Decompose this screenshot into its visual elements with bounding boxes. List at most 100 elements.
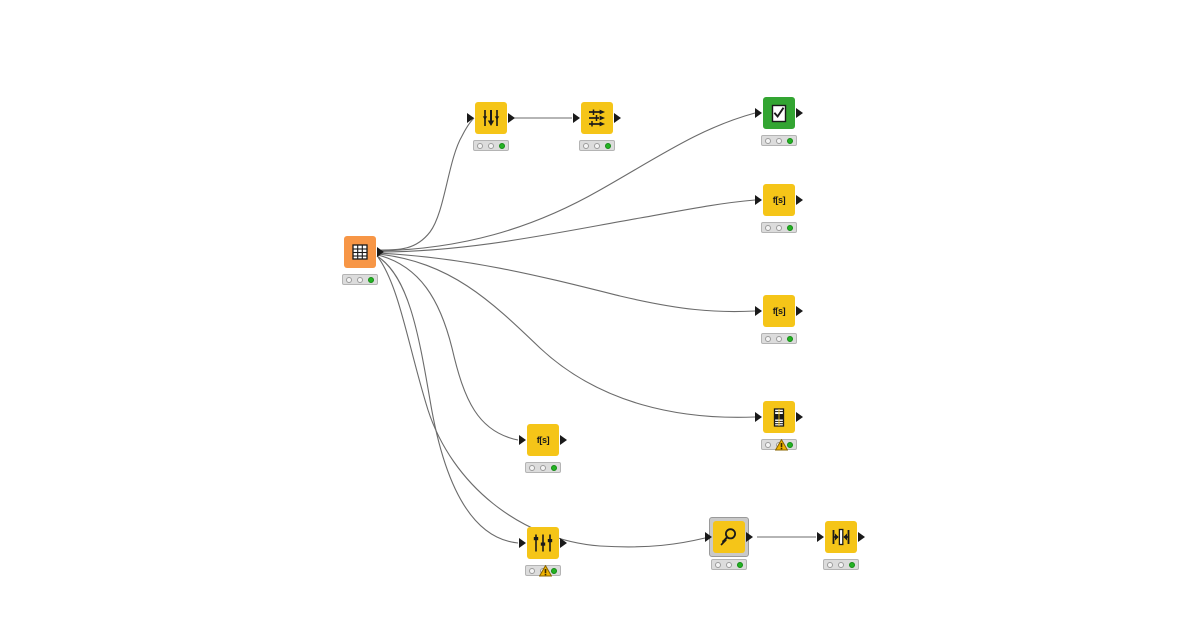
edge-source-to-report-writer[interactable] — [377, 112, 756, 252]
string-manipulation-node-3-input-port[interactable] — [519, 435, 526, 445]
source-table-node-body[interactable] — [344, 236, 376, 268]
string-manipulation-node-1-output-port[interactable] — [796, 195, 803, 205]
source-table-node[interactable] — [342, 236, 384, 285]
statistics-node-output-port[interactable] — [796, 412, 803, 422]
statistics-node-body[interactable] — [763, 401, 795, 433]
status-dot-green — [367, 276, 374, 283]
edge-source-to-string-2[interactable] — [377, 252, 756, 313]
string-manipulation-node-1[interactable]: f[s] — [755, 184, 803, 233]
row-arrows-icon — [587, 108, 607, 128]
column-sorter-node-body[interactable] — [475, 102, 507, 134]
warning-triangle-icon[interactable] — [774, 438, 789, 451]
column-stats-icon — [770, 407, 788, 427]
status-dot-empty — [715, 561, 722, 568]
status-dot-green — [498, 142, 505, 149]
search-explore-node[interactable] — [705, 517, 753, 570]
edge-source-to-column-sorter[interactable] — [377, 117, 475, 251]
statistics-node[interactable] — [755, 401, 803, 451]
search-explore-node-output-port[interactable] — [746, 532, 753, 542]
magnifier-search-icon — [719, 527, 739, 547]
cell-splitter-node-body[interactable] — [825, 521, 857, 553]
status-dot-empty — [529, 567, 536, 574]
status-dot-empty — [529, 464, 536, 471]
string-manipulation-node-1-input-port[interactable] — [755, 195, 762, 205]
source-table-node-output-port[interactable] — [377, 247, 384, 257]
edge-source-to-statistics[interactable] — [377, 253, 756, 418]
string-manipulation-node-2-input-port[interactable] — [755, 306, 762, 316]
search-explore-node-input-port[interactable] — [705, 532, 712, 542]
cell-splitter-node-status-bar — [823, 559, 859, 570]
status-dot-green — [786, 335, 793, 342]
string-manipulation-node-2-label: f[s] — [772, 305, 786, 316]
slider-split-icon — [533, 533, 553, 553]
edge-source-to-string-3[interactable] — [377, 254, 519, 441]
string-manipulation-node-1-status-bar — [761, 222, 797, 233]
edge-source-to-string-1[interactable] — [377, 199, 756, 253]
report-writer-node-status-bar — [761, 135, 797, 146]
row-filter-node-output-port[interactable] — [614, 113, 621, 123]
status-dot-empty — [765, 224, 772, 231]
status-dot-empty — [775, 335, 782, 342]
status-dot-green — [604, 142, 611, 149]
edge-source-to-search[interactable] — [376, 255, 519, 544]
column-sorter-node-output-port[interactable] — [508, 113, 515, 123]
column-sorter-node[interactable] — [467, 102, 515, 151]
value-splitter-node-body[interactable] — [527, 527, 559, 559]
row-filter-node-input-port[interactable] — [573, 113, 580, 123]
column-sorter-node-status-bar — [473, 140, 509, 151]
status-dot-empty — [765, 335, 772, 342]
string-manipulation-node-2-output-port[interactable] — [796, 306, 803, 316]
status-dot-empty — [539, 464, 546, 471]
string-manipulation-node-2[interactable]: f[s] — [755, 295, 803, 344]
value-splitter-node-input-port[interactable] — [519, 538, 526, 548]
status-dot-empty — [593, 142, 600, 149]
cell-splitter-node-output-port[interactable] — [858, 532, 865, 542]
status-dot-empty — [837, 561, 844, 568]
status-dot-green — [786, 224, 793, 231]
status-dot-empty — [827, 561, 834, 568]
string-manipulation-node-3-status-bar — [525, 462, 561, 473]
value-splitter-node[interactable] — [519, 527, 567, 577]
warning-triangle-icon[interactable] — [538, 564, 553, 577]
status-dot-empty — [477, 142, 484, 149]
string-manipulation-node-3[interactable]: f[s] — [519, 424, 567, 473]
string-manipulation-node-2-status-bar — [761, 333, 797, 344]
status-dot-empty — [775, 137, 782, 144]
source-table-node-status-bar — [342, 274, 378, 285]
edge-string-3-to-search[interactable] — [377, 256, 706, 548]
status-dot-green — [848, 561, 855, 568]
string-manipulation-node-2-body[interactable]: f[s] — [763, 295, 795, 327]
status-dot-green — [550, 464, 557, 471]
status-dot-green — [786, 137, 793, 144]
string-manipulation-node-1-label: f[s] — [772, 194, 786, 205]
value-splitter-node-output-port[interactable] — [560, 538, 567, 548]
status-dot-empty — [765, 137, 772, 144]
search-explore-node-body[interactable] — [713, 521, 745, 553]
status-dot-green — [736, 561, 743, 568]
report-writer-node-body[interactable] — [763, 97, 795, 129]
cell-splitter-node-input-port[interactable] — [817, 532, 824, 542]
status-dot-empty — [725, 561, 732, 568]
row-filter-node-body[interactable] — [581, 102, 613, 134]
status-dot-green — [550, 567, 557, 574]
report-writer-node-output-port[interactable] — [796, 108, 803, 118]
status-dot-green — [786, 441, 793, 448]
cell-split-icon — [831, 527, 851, 547]
string-manipulation-node-1-body[interactable]: f[s] — [763, 184, 795, 216]
checked-document-icon — [770, 104, 788, 123]
status-dot-empty — [583, 142, 590, 149]
status-dot-empty — [775, 224, 782, 231]
search-explore-node-status-bar — [711, 559, 747, 570]
status-dot-empty — [356, 276, 363, 283]
string-manipulation-node-3-label: f[s] — [536, 434, 550, 445]
string-manipulation-node-3-body[interactable]: f[s] — [527, 424, 559, 456]
report-writer-node-input-port[interactable] — [755, 108, 762, 118]
string-manipulation-node-3-output-port[interactable] — [560, 435, 567, 445]
cell-splitter-node[interactable] — [817, 521, 865, 570]
report-writer-node[interactable] — [755, 97, 803, 146]
statistics-node-input-port[interactable] — [755, 412, 762, 422]
column-sorter-node-input-port[interactable] — [467, 113, 474, 123]
row-filter-node[interactable] — [573, 102, 621, 151]
